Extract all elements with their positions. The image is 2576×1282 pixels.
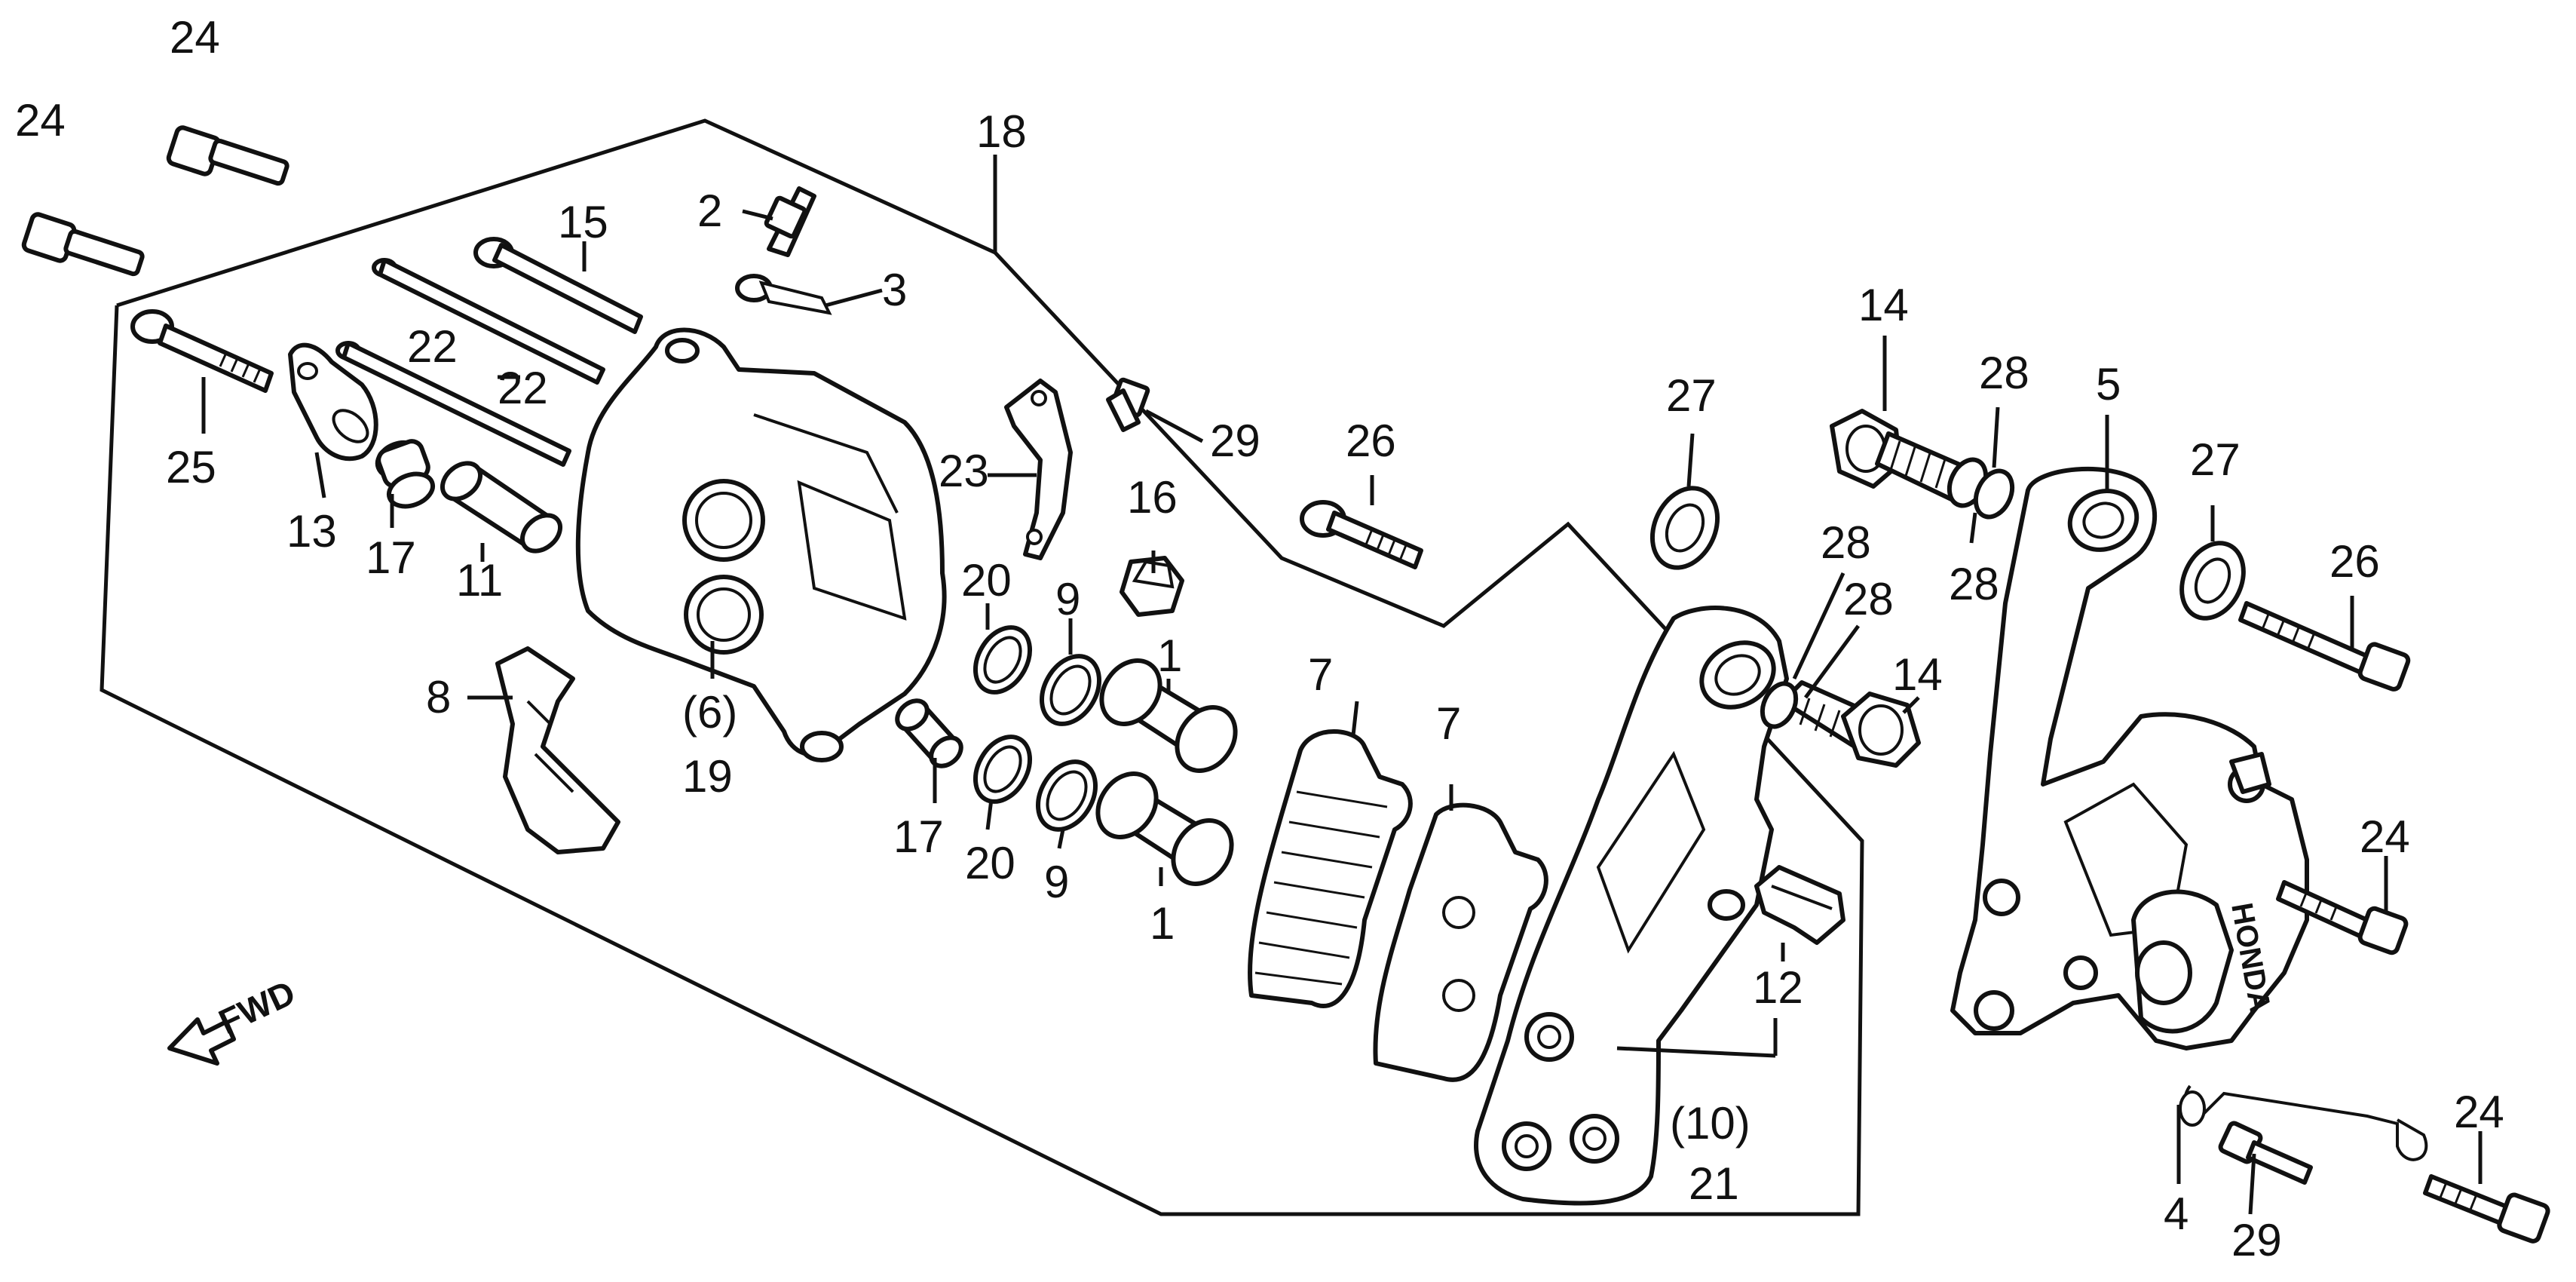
caliper-body — [575, 327, 947, 762]
seal-9-lower — [1036, 759, 1098, 832]
screw-29-bottom — [2218, 1121, 2313, 1185]
callout-1: 1 — [1150, 898, 1175, 949]
seal-20-upper — [973, 625, 1033, 695]
callout-27: 27 — [2190, 434, 2241, 485]
callout-14: 14 — [1858, 280, 1909, 330]
callout-28: 28 — [1949, 559, 1999, 609]
boot-17-lower — [895, 698, 963, 768]
torque-link-5-assembly: HONDA — [1950, 466, 2309, 1050]
callout-12: 12 — [1753, 962, 1803, 1013]
clip-8 — [495, 646, 620, 854]
callout-20: 20 — [965, 838, 1015, 888]
callout-28: 28 — [1979, 348, 2029, 398]
callout-2: 2 — [697, 186, 722, 236]
screw-29-top — [1106, 377, 1150, 432]
bracket-23 — [1004, 379, 1073, 560]
callout-4: 4 — [2164, 1188, 2189, 1239]
callout-9: 9 — [1055, 574, 1080, 624]
callout-29: 29 — [1210, 416, 1260, 466]
callout-24: 24 — [2454, 1087, 2504, 1137]
seal-9-upper — [1040, 654, 1101, 726]
bolt-24-top — [166, 125, 289, 186]
pin-15 — [473, 237, 643, 334]
callout-23: 23 — [939, 446, 989, 496]
bolt-25 — [130, 309, 274, 393]
callout-7: 7 — [1436, 698, 1461, 749]
callout-16: 16 — [1127, 472, 1178, 523]
pad-7-rear — [1373, 802, 1548, 1082]
callout-24: 24 — [170, 12, 220, 63]
bolt-24-left — [21, 212, 145, 277]
bleeder-2 — [764, 186, 816, 257]
callout-18: 18 — [976, 106, 1027, 157]
bolt-24-right-middle — [2276, 880, 2409, 955]
sleeve-11 — [440, 461, 563, 554]
callout-17: 17 — [893, 811, 944, 862]
callout-7: 7 — [1308, 649, 1333, 700]
caliper-bracket-21 — [1474, 606, 1789, 1206]
callout-15: 15 — [558, 197, 608, 247]
fwd-label: FWD — [213, 973, 301, 1041]
callout-29: 29 — [2231, 1215, 2282, 1265]
callout-26: 26 — [2329, 536, 2380, 587]
callout-10: (10) — [1670, 1098, 1751, 1149]
callout-6: (6) — [682, 687, 737, 738]
piston-1-upper — [1099, 658, 1238, 773]
callout-20: 20 — [961, 555, 1012, 606]
callout-28: 28 — [1843, 574, 1894, 624]
callout-labels: 24 24 18 15 2 3 22 22 25 13 17 11 23 29 … — [15, 12, 2504, 1265]
callout-5: 5 — [2096, 359, 2121, 409]
callout-11: 11 — [456, 555, 503, 606]
callout-13: 13 — [286, 506, 337, 557]
nut-16 — [1120, 556, 1184, 617]
callout-25: 25 — [166, 442, 216, 492]
pin-22-lower — [335, 341, 571, 467]
collar-28-upper-b — [1973, 468, 2015, 520]
washer-27-upper — [1649, 486, 1720, 570]
leader-lines — [201, 155, 2483, 1215]
callout-22: 22 — [407, 321, 458, 372]
retainer-12 — [1754, 865, 1845, 945]
callout-1: 1 — [1157, 630, 1182, 681]
callout-27: 27 — [1666, 370, 1717, 421]
forward-arrow: FWD — [167, 973, 301, 1066]
callout-21: 21 — [1689, 1158, 1739, 1209]
cap-3 — [735, 274, 832, 315]
plate-13 — [288, 342, 378, 462]
callout-8: 8 — [426, 672, 451, 722]
bolt-24-bottom-right — [2423, 1174, 2550, 1244]
bolt-26-right — [2238, 601, 2411, 692]
boot-17-upper — [375, 439, 436, 509]
washer-27-lower — [2179, 541, 2246, 621]
callout-3: 3 — [882, 265, 907, 315]
seal-20-lower — [973, 735, 1033, 804]
callout-17: 17 — [366, 532, 416, 583]
pad-7-front — [1248, 729, 1413, 1008]
callout-9: 9 — [1044, 857, 1069, 907]
assembly-outline — [100, 118, 1864, 1216]
callout-22: 22 — [498, 363, 548, 413]
callout-24: 24 — [2360, 811, 2410, 862]
shaft-14-lower — [1781, 680, 1921, 768]
collar-28-lower — [1760, 681, 1799, 729]
piston-1-lower — [1095, 771, 1234, 886]
bolt-26-upper — [1300, 500, 1423, 569]
callout-19: 19 — [682, 751, 733, 802]
pin-22-upper — [372, 258, 605, 385]
callout-24: 24 — [15, 95, 66, 146]
callout-26: 26 — [1346, 416, 1396, 466]
callout-28: 28 — [1821, 517, 1871, 568]
callout-14: 14 — [1892, 649, 1943, 700]
spring-4 — [2179, 1084, 2428, 1161]
